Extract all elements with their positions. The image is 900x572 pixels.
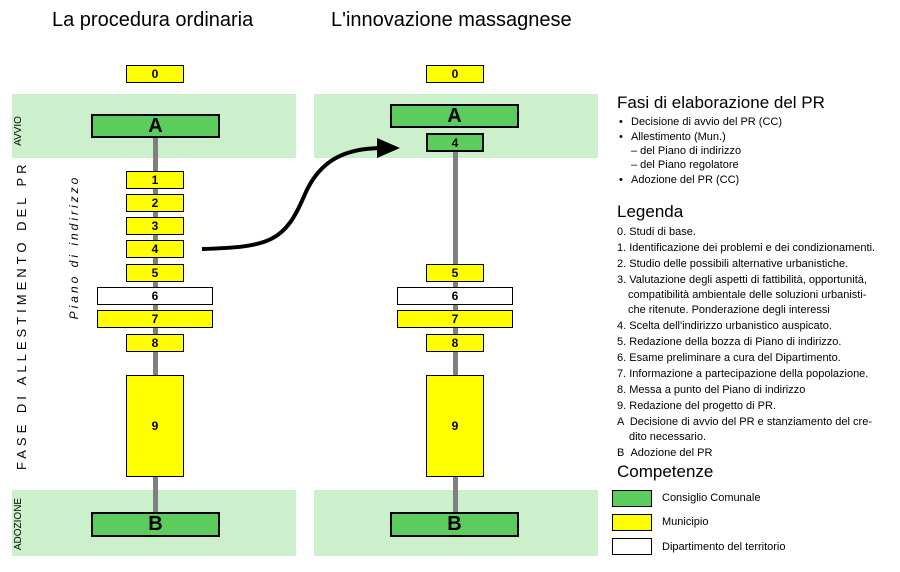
right-step-4: 4 <box>426 133 484 152</box>
fasi-item: Adozione del PR (CC) <box>619 173 739 188</box>
left-step-6: 6 <box>97 287 213 305</box>
legenda-text: Studi di base. <box>629 226 696 238</box>
legenda-key: 6. <box>617 352 627 364</box>
legenda-key: 5. <box>617 336 627 348</box>
left-step-9: 9 <box>126 375 184 477</box>
left-step-1: 1 <box>126 171 184 189</box>
competenze-title: Competenze <box>617 462 714 481</box>
left-step-5: 5 <box>126 264 184 282</box>
left-step-8: 8 <box>126 334 184 352</box>
competenze-swatch-municipio <box>612 514 652 531</box>
side-label-piano: Piano di indirizzo <box>67 174 81 320</box>
legenda-text: Decisione di avvio del PR e stanziamento… <box>629 416 872 428</box>
legenda-text: Scelta dell'indirizzo urbanistico auspic… <box>629 320 832 332</box>
right-step-0: 0 <box>426 65 484 83</box>
left-step-2: 2 <box>126 194 184 212</box>
legenda-continuation: che ritenute. Ponderazione degli interes… <box>628 304 830 316</box>
legenda-text: Informazione a partecipazione della popo… <box>629 368 869 380</box>
right-step-6: 6 <box>397 287 513 305</box>
fasi-title: Fasi di elaborazione del PR <box>617 93 825 112</box>
competenze-swatch-dipartimento <box>612 538 652 555</box>
legenda-key: 8. <box>617 384 627 396</box>
legenda-key: 4. <box>617 320 627 332</box>
move-arrow <box>201 138 400 251</box>
right-step-8: 8 <box>426 334 484 352</box>
legenda-text: Adozione del PR <box>630 447 713 459</box>
legenda-key: 7. <box>617 368 627 380</box>
legenda-text: Messa a punto del Piano di indirizzo <box>629 384 806 396</box>
competenze-label-dipartimento: Dipartimento del territorio <box>662 541 786 553</box>
left-step-7: 7 <box>97 310 213 328</box>
legenda-text: Identificazione dei problemi e dei condi… <box>629 242 876 254</box>
side-label-avvio: AVVIO <box>13 116 24 146</box>
legenda-text: Esame preliminare a cura del Dipartiment… <box>629 352 841 364</box>
legenda-text: Studio delle possibili alternative urban… <box>629 258 849 270</box>
legenda-key: 0. <box>617 226 627 238</box>
side-label-adozione: ADOZIONE <box>13 497 24 551</box>
right-step-9: 9 <box>426 375 484 477</box>
competenze-swatch-consiglio <box>612 490 652 507</box>
side-label-fase: FASE DI ALLESTIMENTO DEL PR <box>14 160 29 470</box>
right-step-5: 5 <box>426 264 484 282</box>
legenda-continuation: compatibilità ambientale delle soluzioni… <box>628 289 867 301</box>
legenda-key: 2. <box>617 258 627 270</box>
left-step-A: A <box>91 114 220 138</box>
right-step-7: 7 <box>397 310 513 328</box>
left-step-B: B <box>91 512 220 537</box>
legenda-key: 1. <box>617 242 627 254</box>
legenda-key: B <box>617 447 625 459</box>
right-step-B: B <box>390 512 519 537</box>
right-step-A: A <box>390 104 519 128</box>
legenda-text: Valutazione degli aspetti di fattibilità… <box>629 274 867 286</box>
fasi-subitem: – del Piano di indirizzo <box>631 145 742 157</box>
legenda-continuation: dito necessario. <box>629 431 707 443</box>
legenda-title: Legenda <box>617 202 684 221</box>
legenda-key: A <box>617 416 624 428</box>
competenze-label-consiglio: Consiglio Comunale <box>662 492 761 504</box>
fasi-subitem: – del Piano regolatore <box>631 159 739 171</box>
left-step-0: 0 <box>126 65 184 83</box>
legenda-key: 9. <box>617 400 627 412</box>
fasi-item: Decisione di avvio del PR (CC) <box>619 115 782 130</box>
left-column-title: La procedura ordinaria <box>52 9 254 31</box>
legenda-list: 0. Studi di base. 1. Identificazione dei… <box>617 225 897 461</box>
legenda-text: Redazione della bozza di Piano di indiri… <box>629 336 842 348</box>
left-step-3: 3 <box>126 217 184 235</box>
left-step-4: 4 <box>126 240 184 258</box>
legenda-text: Redazione del progetto di PR. <box>629 400 777 412</box>
right-column-title: L'innovazione massagnese <box>331 9 572 31</box>
fasi-item: Allestimento (Mun.) <box>619 130 726 145</box>
competenze-label-municipio: Municipio <box>662 516 709 528</box>
legenda-key: 3. <box>617 274 627 286</box>
